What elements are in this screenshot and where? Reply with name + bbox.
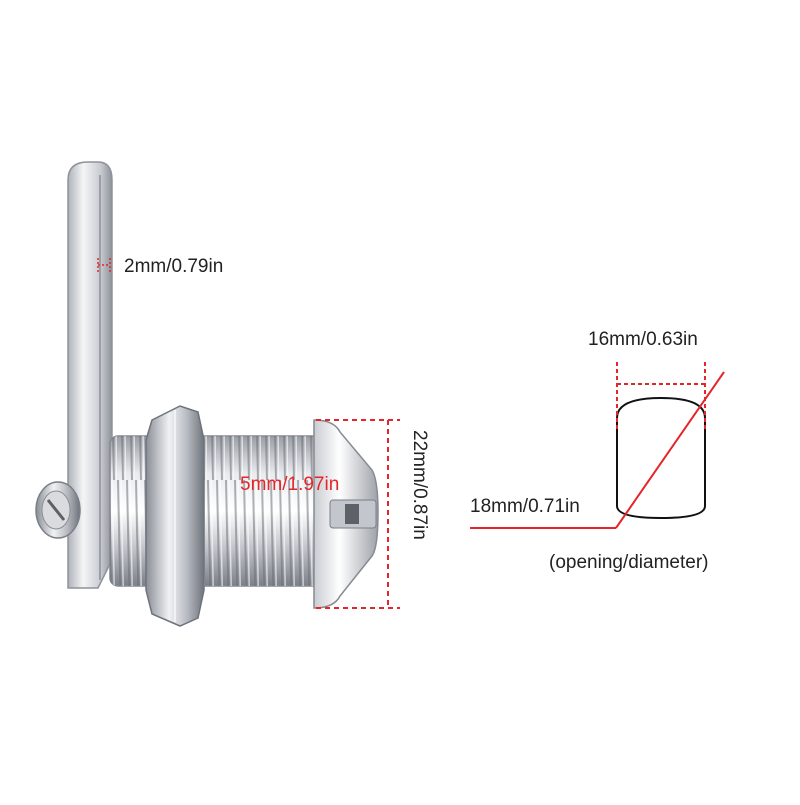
opening-width-label: 16mm/0.63in <box>588 329 698 350</box>
lock-head <box>313 419 379 609</box>
thickness-dimension <box>97 258 111 272</box>
hex-nut <box>145 405 205 627</box>
cam-arm <box>67 161 113 589</box>
head-diameter-label: 22mm/0.87in <box>409 430 430 540</box>
body-length-label: 5mm/1.97in <box>240 474 340 495</box>
cam-thickness-label: 2mm/0.79in <box>124 256 224 277</box>
cam-screw <box>35 481 81 539</box>
opening-diagram <box>470 362 725 529</box>
opening-diagonal-label: 18mm/0.71in <box>470 496 580 517</box>
height-dimension <box>316 419 400 609</box>
threaded-body <box>109 435 331 587</box>
opening-note-label: (opening/diameter) <box>549 552 709 573</box>
